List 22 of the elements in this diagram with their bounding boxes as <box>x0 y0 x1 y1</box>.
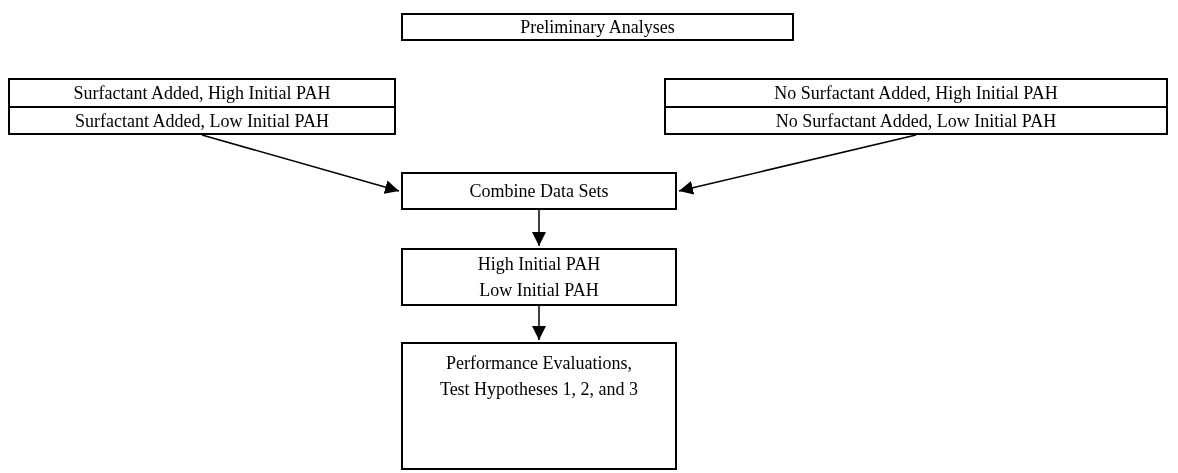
process-box <box>8 106 396 135</box>
box-label: Combine Data Sets <box>469 180 609 203</box>
box-label: Surfactant Added, Low Initial PAH <box>75 109 329 133</box>
process-box <box>401 13 794 41</box>
arrow <box>678 134 917 195</box>
process-box <box>401 342 677 470</box>
process-box <box>664 78 1168 108</box>
box-label: Low Initial PAH <box>479 279 599 302</box>
box-label: No Surfactant Added, High Initial PAH <box>774 82 1058 105</box>
box-label: High Initial PAH <box>477 253 601 276</box>
box-label: Preliminary Analyses <box>520 16 675 39</box>
arrow <box>532 209 546 247</box>
process-box <box>401 248 677 306</box>
box-label: Surfactant Added, High Initial PAH <box>73 82 331 105</box>
box-label: No Surfactant Added, Low Initial PAH <box>775 109 1057 133</box>
box-label: Performance Evaluations, <box>446 352 632 375</box>
process-box <box>664 106 1168 135</box>
arrow <box>201 134 400 194</box>
arrow <box>532 305 546 341</box>
process-box <box>401 172 677 210</box>
box-label: Test Hypotheses 1, 2, and 3 <box>439 378 639 401</box>
process-box <box>8 78 396 108</box>
